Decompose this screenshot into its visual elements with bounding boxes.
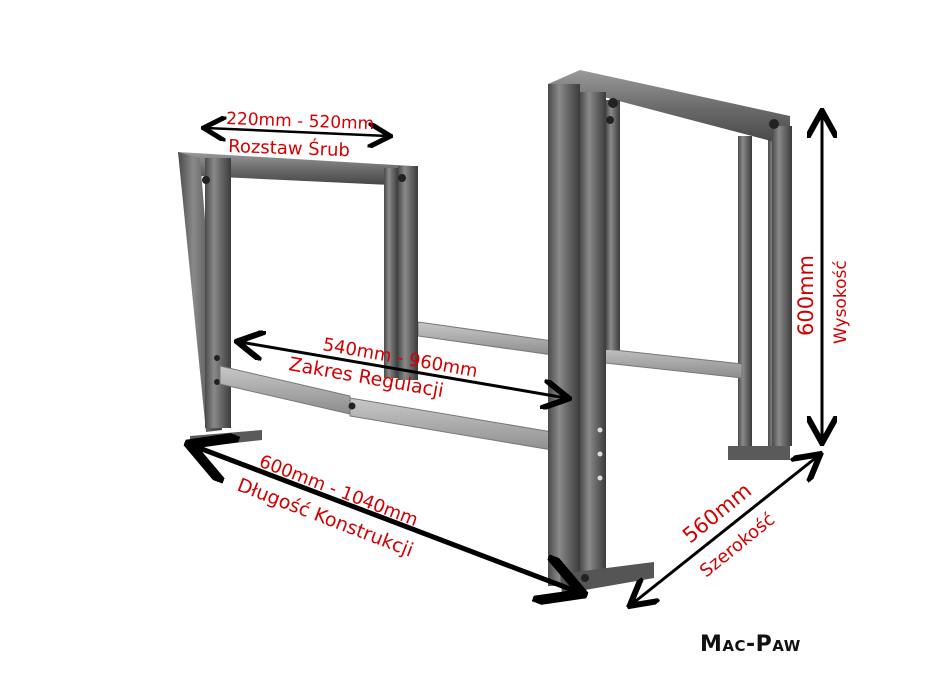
adjustment-arrow	[240, 342, 566, 398]
bolt-spacing-arrow	[206, 128, 388, 136]
height-label: Wysokość	[831, 260, 851, 344]
width-arrow	[632, 456, 818, 604]
brand-logo: Mac-Paw	[700, 632, 801, 657]
height-value: 600mm	[794, 255, 818, 336]
left-frame	[178, 152, 418, 448]
dimension-arrows	[194, 114, 822, 604]
length-arrow	[194, 446, 578, 592]
front-right-frame	[548, 70, 792, 594]
bolt-spacing-label: Rozstaw Śrub	[228, 135, 350, 161]
